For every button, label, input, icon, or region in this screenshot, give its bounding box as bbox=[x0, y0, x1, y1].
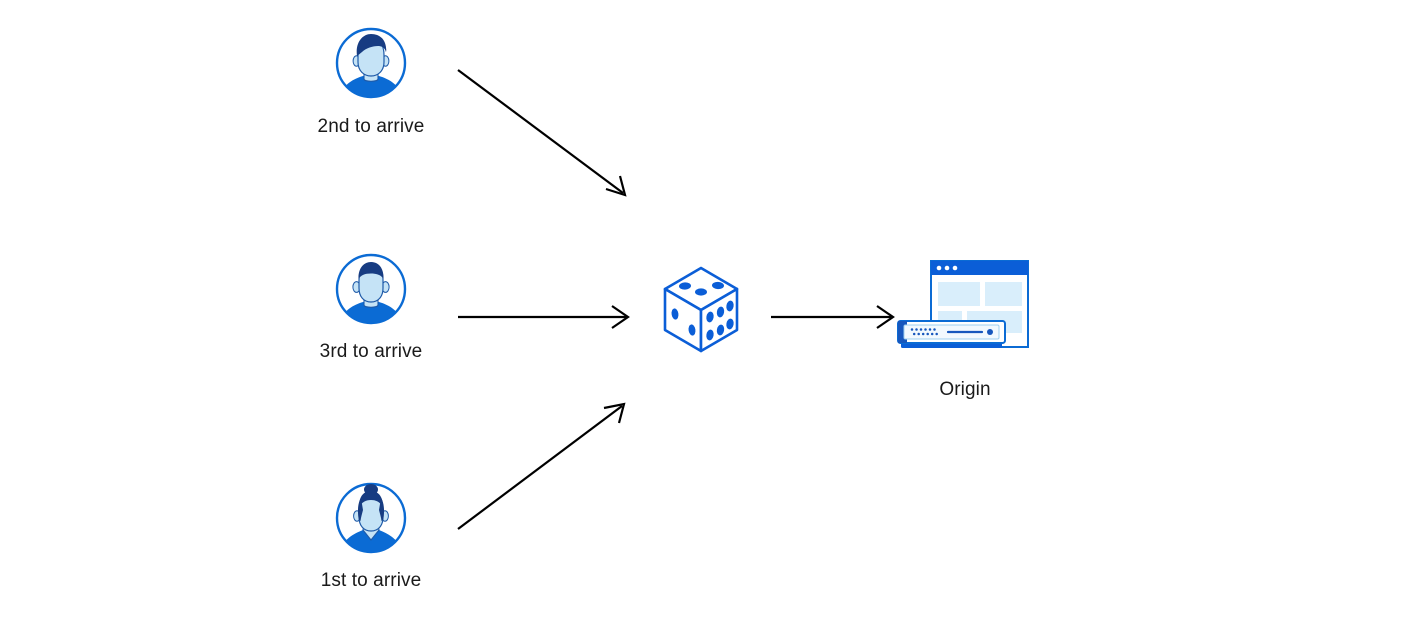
visitor-1st-avatar[interactable] bbox=[333, 480, 409, 556]
arrow-3rd-to-dice bbox=[458, 305, 630, 329]
origin-label: Origin bbox=[939, 379, 991, 400]
visitor-1st-label: 1st to arrive bbox=[320, 570, 422, 591]
arrow-dice-to-origin bbox=[771, 305, 895, 329]
random-selection-dice[interactable] bbox=[657, 262, 745, 358]
visitor-2nd-avatar[interactable] bbox=[333, 25, 409, 101]
dice-icon bbox=[663, 266, 739, 353]
server-appliance-icon bbox=[897, 320, 1006, 348]
origin-server-icon bbox=[897, 260, 1029, 348]
visitor-3rd-avatar[interactable] bbox=[333, 251, 409, 327]
user-avatar-icon bbox=[335, 253, 407, 325]
user-avatar-icon bbox=[335, 27, 407, 99]
arrow-1st-to-dice bbox=[457, 402, 626, 530]
origin-server-node[interactable] bbox=[890, 255, 1030, 365]
visitor-3rd-label: 3rd to arrive bbox=[319, 341, 423, 362]
user-avatar-icon bbox=[335, 482, 407, 554]
visitor-2nd-label: 2nd to arrive bbox=[317, 116, 425, 137]
